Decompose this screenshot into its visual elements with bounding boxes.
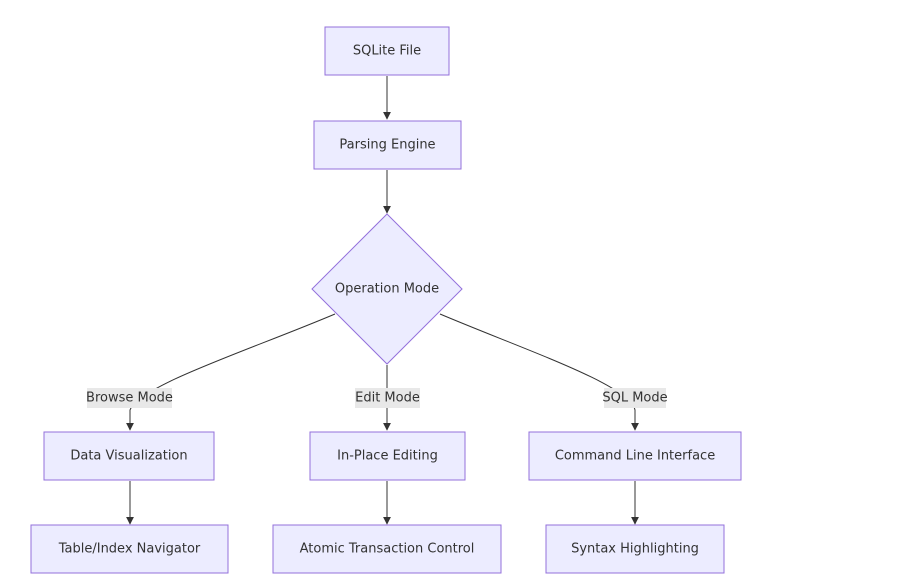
edge-label-edit-mode: Edit Mode (355, 388, 420, 408)
edge-operation-to-data-visualization (126, 313, 336, 431)
node-command-line-interface-label: Command Line Interface (555, 449, 715, 464)
node-in-place-editing: In-Place Editing (309, 431, 466, 481)
node-operation-mode-label: Operation Mode (335, 282, 439, 297)
node-syntax-highlighting-label: Syntax Highlighting (571, 542, 699, 557)
node-atomic-transaction-control: Atomic Transaction Control (272, 524, 502, 574)
node-atomic-transaction-control-label: Atomic Transaction Control (300, 542, 475, 557)
edge-label-browse-mode: Browse Mode (86, 388, 173, 408)
node-table-index-navigator-label: Table/Index Navigator (58, 542, 201, 557)
nodes: SQLite File Parsing Engine Operation Mod… (30, 26, 742, 574)
node-parsing-engine-label: Parsing Engine (339, 138, 435, 153)
node-data-visualization: Data Visualization (43, 431, 215, 481)
node-sqlite-file-label: SQLite File (353, 44, 421, 59)
node-data-visualization-label: Data Visualization (70, 449, 187, 464)
edge-label-edit-mode-text: Edit Mode (355, 391, 420, 406)
edge-label-sql-mode-text: SQL Mode (602, 391, 667, 406)
node-command-line-interface: Command Line Interface (528, 431, 742, 481)
node-sqlite-file: SQLite File (324, 26, 450, 76)
edge-operation-to-command-line (439, 313, 639, 431)
edge-label-browse-mode-text: Browse Mode (86, 391, 173, 406)
edge-label-sql-mode: SQL Mode (602, 388, 668, 408)
node-parsing-engine: Parsing Engine (313, 120, 462, 170)
node-table-index-navigator: Table/Index Navigator (30, 524, 229, 574)
node-operation-mode: Operation Mode (311, 213, 463, 365)
node-in-place-editing-label: In-Place Editing (337, 449, 438, 464)
edge-labels: Browse Mode Edit Mode SQL Mode (86, 388, 668, 408)
node-syntax-highlighting: Syntax Highlighting (545, 524, 725, 574)
